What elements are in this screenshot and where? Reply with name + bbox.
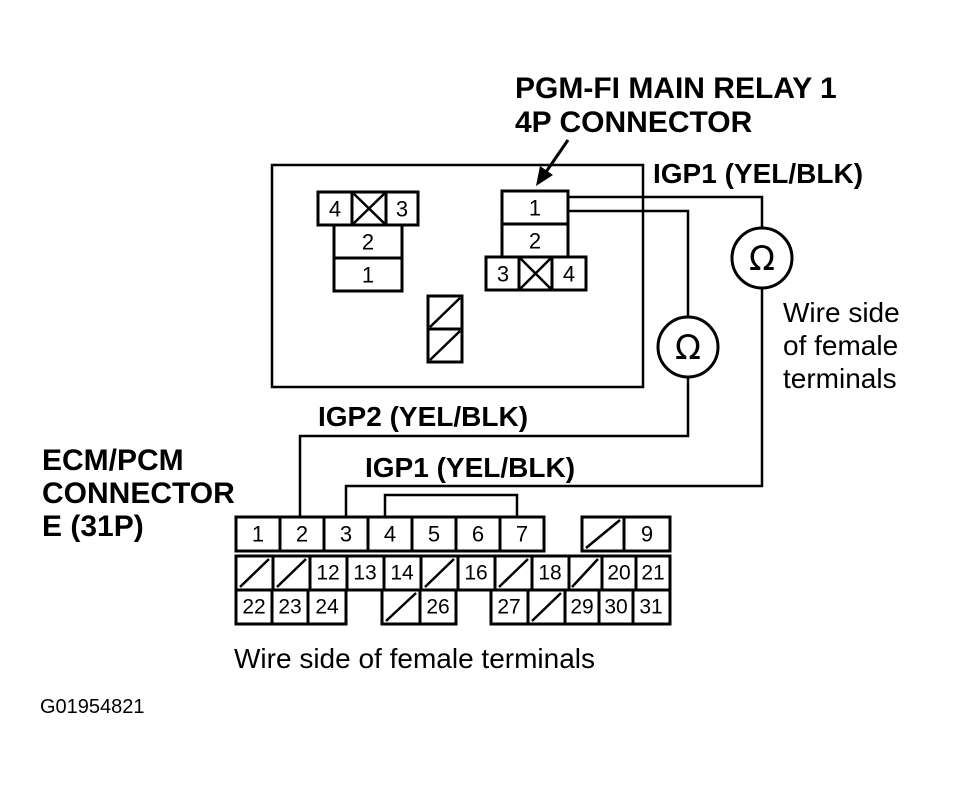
ecm-label-line2: CONNECTOR [42,477,235,510]
relay-right-pin-1: 1 [529,196,541,221]
pointer-arrow [536,139,570,186]
ecm-connector: 1 2 3 4 5 6 7 9 12 13 14 16 18 20 21 22 … [234,515,672,626]
wire-side-bottom-label: Wire side of female terminals [234,643,595,674]
ecm-pin-3: 3 [340,522,352,547]
ecm-pin-20: 20 [607,562,630,585]
ecm-pin-30: 30 [604,596,627,619]
ecm-label-line3: E (31P) [42,510,144,543]
ecm-pin-4: 4 [384,522,396,547]
ohmmeter-igp1: Ω [730,226,794,290]
ohmmeter-icon: Ω [675,328,701,368]
ecm-pin-1: 1 [252,522,264,547]
ecm-pin-6: 6 [472,522,484,547]
relay-left-pin-2: 2 [362,230,374,255]
ecm-pin-2: 2 [296,522,308,547]
ecm-pin-12: 12 [316,562,339,585]
igp2-label: IGP2 (YEL/BLK) [318,401,528,432]
relay-right-pin-4: 4 [563,262,575,287]
ecm-pin-14: 14 [390,562,414,585]
relay-left-pin-3: 3 [396,197,408,222]
ecm-pin-23: 23 [278,596,301,619]
ecm-pin-7: 7 [516,522,528,547]
relay-left-connector: 4 3 2 1 [316,190,420,293]
probe-wires [298,195,764,517]
ecm-pin-16: 16 [464,562,487,585]
ecm-pin-26: 26 [426,596,449,619]
ecm-pin-31: 31 [639,596,662,619]
igp1-bottom-label: IGP1 (YEL/BLK) [365,452,575,483]
wire-side-right-line2: of female [783,330,898,361]
wire-side-right-line1: Wire side [783,297,900,328]
ohmmeter-icon: Ω [749,239,775,279]
relay-right-connector: 1 2 3 4 [484,189,588,292]
relay-left-pin-4: 4 [329,197,341,222]
figure-code: G01954821 [40,696,145,718]
ecm-pin-13: 13 [353,562,376,585]
igp1-top-label: IGP1 (YEL/BLK) [653,158,863,189]
relay-left-pin-1: 1 [362,263,374,288]
ecm-pin-21: 21 [641,562,664,585]
ecm-pin-9: 9 [641,522,653,547]
ecm-pin-24: 24 [315,596,339,619]
ecm-pin-18: 18 [538,562,561,585]
ecm-pin-22: 22 [242,596,265,619]
ecm-pin-27: 27 [497,596,520,619]
relay-title-line1: PGM-FI MAIN RELAY 1 [515,72,837,105]
relay-right-pin-2: 2 [529,229,541,254]
ecm-label-line1: ECM/PCM [42,444,184,477]
ohmmeter-igp2: Ω [656,315,720,379]
relay-title-line2: 4P CONNECTOR [515,106,753,139]
relay-blocked-terminals [426,294,464,364]
relay-box-outline [270,163,645,389]
relay-right-pin-3: 3 [497,262,509,287]
ecm-pin-29: 29 [570,596,593,619]
ecm-pin-5: 5 [428,522,440,547]
wire-side-right-line3: terminals [783,363,897,394]
